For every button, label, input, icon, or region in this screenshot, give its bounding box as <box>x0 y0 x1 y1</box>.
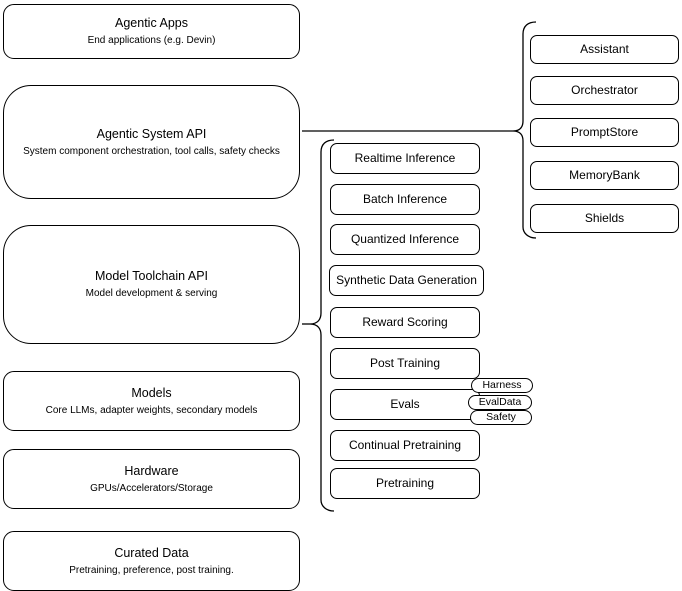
node-batch-inference: Batch Inference <box>330 184 480 215</box>
node-subtitle: End applications (e.g. Devin) <box>87 35 216 46</box>
node-continual-pretraining: Continual Pretraining <box>330 430 480 461</box>
node-pretraining: Pretraining <box>330 468 480 499</box>
node-agentic-apps: Agentic Apps End applications (e.g. Devi… <box>3 4 300 59</box>
node-subtitle: Pretraining, preference, post training. <box>69 564 234 576</box>
node-models: Models Core LLMs, adapter weights, secon… <box>3 371 300 431</box>
node-title: Curated Data <box>114 545 189 560</box>
node-subtitle: Model development & serving <box>85 288 218 299</box>
node-subtitle: System component orchestration, tool cal… <box>23 145 280 157</box>
node-quantized-inference: Quantized Inference <box>330 224 480 255</box>
pill-evaldata: EvalData <box>468 395 532 410</box>
node-memorybank: MemoryBank <box>530 161 679 190</box>
node-title: Agentic Apps <box>115 16 188 30</box>
node-subtitle: Core LLMs, adapter weights, secondary mo… <box>45 404 258 416</box>
node-title: Hardware <box>124 463 179 478</box>
pill-harness: Harness <box>471 378 533 393</box>
node-shields: Shields <box>530 204 679 233</box>
node-post-training: Post Training <box>330 348 480 379</box>
toolchain-group-brace <box>309 139 335 512</box>
node-realtime-inference: Realtime Inference <box>330 143 480 174</box>
node-reward-scoring: Reward Scoring <box>330 307 480 338</box>
node-title: Model Toolchain API <box>94 269 209 283</box>
node-curated-data: Curated Data Pretraining, preference, po… <box>3 531 300 591</box>
node-promptstore: PromptStore <box>530 118 679 147</box>
node-subtitle: GPUs/Accelerators/Storage <box>90 482 213 494</box>
node-evals: Evals <box>330 389 480 420</box>
node-title: Agentic System API <box>96 126 207 141</box>
node-orchestrator: Orchestrator <box>530 76 679 105</box>
node-title: Models <box>131 385 172 400</box>
node-synthetic-data-generation: Synthetic Data Generation <box>329 265 484 296</box>
system-group-brace <box>512 21 537 239</box>
node-model-toolchain-api: Model Toolchain API Model development & … <box>3 225 300 344</box>
pill-safety: Safety <box>470 410 532 425</box>
node-assistant: Assistant <box>530 35 679 64</box>
node-hardware: Hardware GPUs/Accelerators/Storage <box>3 449 300 509</box>
node-agentic-system-api: Agentic System API System component orch… <box>3 85 300 199</box>
